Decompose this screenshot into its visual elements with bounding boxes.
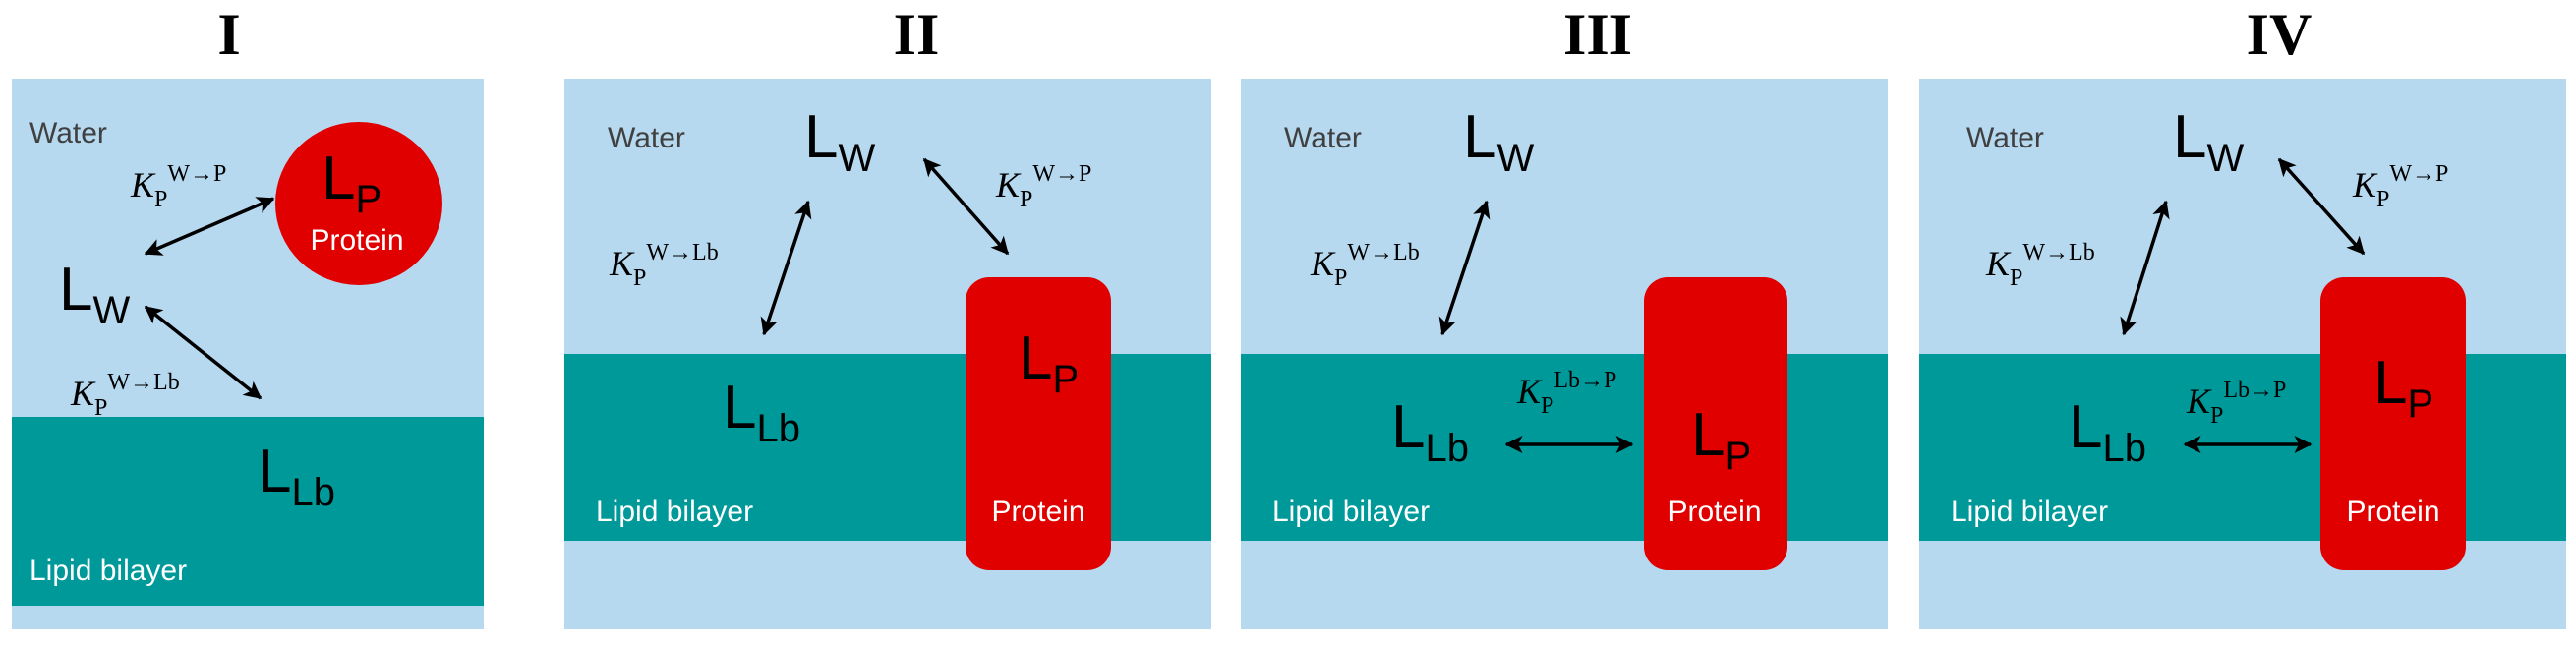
ligand-sub: W [2206, 137, 2244, 180]
lipid-bilayer-label: Lipid bilayer [596, 496, 753, 528]
ligand-main: L [322, 145, 355, 212]
protein-label: Protein [310, 224, 403, 257]
ligand-main: L [2173, 103, 2206, 171]
ligand-sub: W [1496, 137, 1534, 180]
panel-1: I Water Lipid bilayer LP Protein LW LLb … [12, 2, 484, 629]
protein-shape [2320, 277, 2466, 570]
ligand-protein-label: LP [322, 145, 381, 221]
ligand-main: L [1019, 324, 1052, 392]
protein-shape [966, 277, 1111, 570]
ligand-sub: W [92, 289, 130, 332]
panel-title: III [1563, 2, 1632, 67]
ligand-sub: Lb [2102, 427, 2146, 470]
panel-title: I [217, 2, 240, 67]
ligand-sub: Lb [1425, 427, 1469, 470]
panel-title: IV [2247, 2, 2313, 67]
partition-constant-label: KPLb→P [2186, 378, 2286, 429]
equilibrium-arrow [922, 157, 1010, 256]
protein-label: Protein [1668, 496, 1761, 528]
ligand-main: L [1691, 401, 1725, 469]
equilibrium-arrow [2120, 200, 2170, 336]
partition-constant-label: KPW→Lb [1310, 240, 1420, 291]
ligand-main: L [59, 256, 92, 323]
ligand-sub: P [355, 178, 381, 221]
ligand-sub: W [838, 137, 875, 180]
ligand-water-label: LW [804, 103, 875, 180]
equilibrium-arrow [2277, 157, 2366, 256]
equilibrium-arrow [760, 200, 812, 336]
panel-3: III Water Lipid bilayer LP Protein LW LL… [1241, 2, 1888, 629]
ligand-sub: P [1725, 435, 1751, 478]
lipid-bilayer-region [12, 417, 484, 606]
partition-constant-label: KPLb→P [1516, 368, 1616, 419]
equilibrium-arrow [144, 197, 275, 256]
water-label: Water [608, 122, 685, 154]
ligand-main: L [723, 374, 756, 441]
ligand-sub: Lb [291, 471, 335, 514]
panel-4: IV Water Lipid bilayer LP Protein LW LLb… [1919, 2, 2566, 629]
panel-title: II [894, 2, 940, 67]
ligand-protein-label: LP [1691, 401, 1751, 478]
lipid-bilayer-label: Lipid bilayer [1272, 496, 1430, 528]
ligand-sub: P [1052, 358, 1079, 401]
water-label: Water [1966, 122, 2044, 154]
ligand-main: L [2069, 393, 2102, 461]
ligand-main: L [2373, 349, 2407, 417]
ligand-main: L [258, 438, 291, 505]
ligand-main: L [804, 103, 838, 171]
ligand-protein-label: LP [2373, 349, 2433, 426]
ligand-bilayer-label: LLb [723, 374, 800, 450]
protein-label: Protein [2346, 496, 2439, 528]
ligand-bilayer-label: LLb [2069, 393, 2146, 470]
ligand-main: L [1391, 393, 1425, 461]
ligand-bilayer-label: LLb [258, 438, 335, 514]
ligand-main: L [1463, 103, 1496, 171]
ligand-water-label: LW [59, 256, 130, 332]
equilibrium-arrow [1438, 200, 1491, 336]
panel-2: II Water Lipid bilayer LP Protein LW LLb… [564, 2, 1211, 629]
water-label: Water [1284, 122, 1362, 154]
ligand-protein-label: LP [1019, 324, 1079, 401]
equilibrium-arrow [144, 305, 263, 400]
ligand-sub: Lb [756, 407, 800, 450]
lipid-bilayer-label: Lipid bilayer [29, 555, 187, 587]
ligand-water-label: LW [2173, 103, 2244, 180]
ligand-sub: P [2407, 382, 2433, 426]
ligand-bilayer-label: LLb [1391, 393, 1469, 470]
protein-label: Protein [991, 496, 1084, 528]
partition-constant-label: KPW→Lb [609, 240, 719, 291]
water-label: Water [29, 117, 107, 149]
ligand-water-label: LW [1463, 103, 1534, 180]
lipid-bilayer-label: Lipid bilayer [1951, 496, 2108, 528]
protein-shape [1644, 277, 1787, 570]
protein-shape [275, 122, 442, 285]
partition-constant-label: KPW→Lb [1985, 240, 2095, 291]
